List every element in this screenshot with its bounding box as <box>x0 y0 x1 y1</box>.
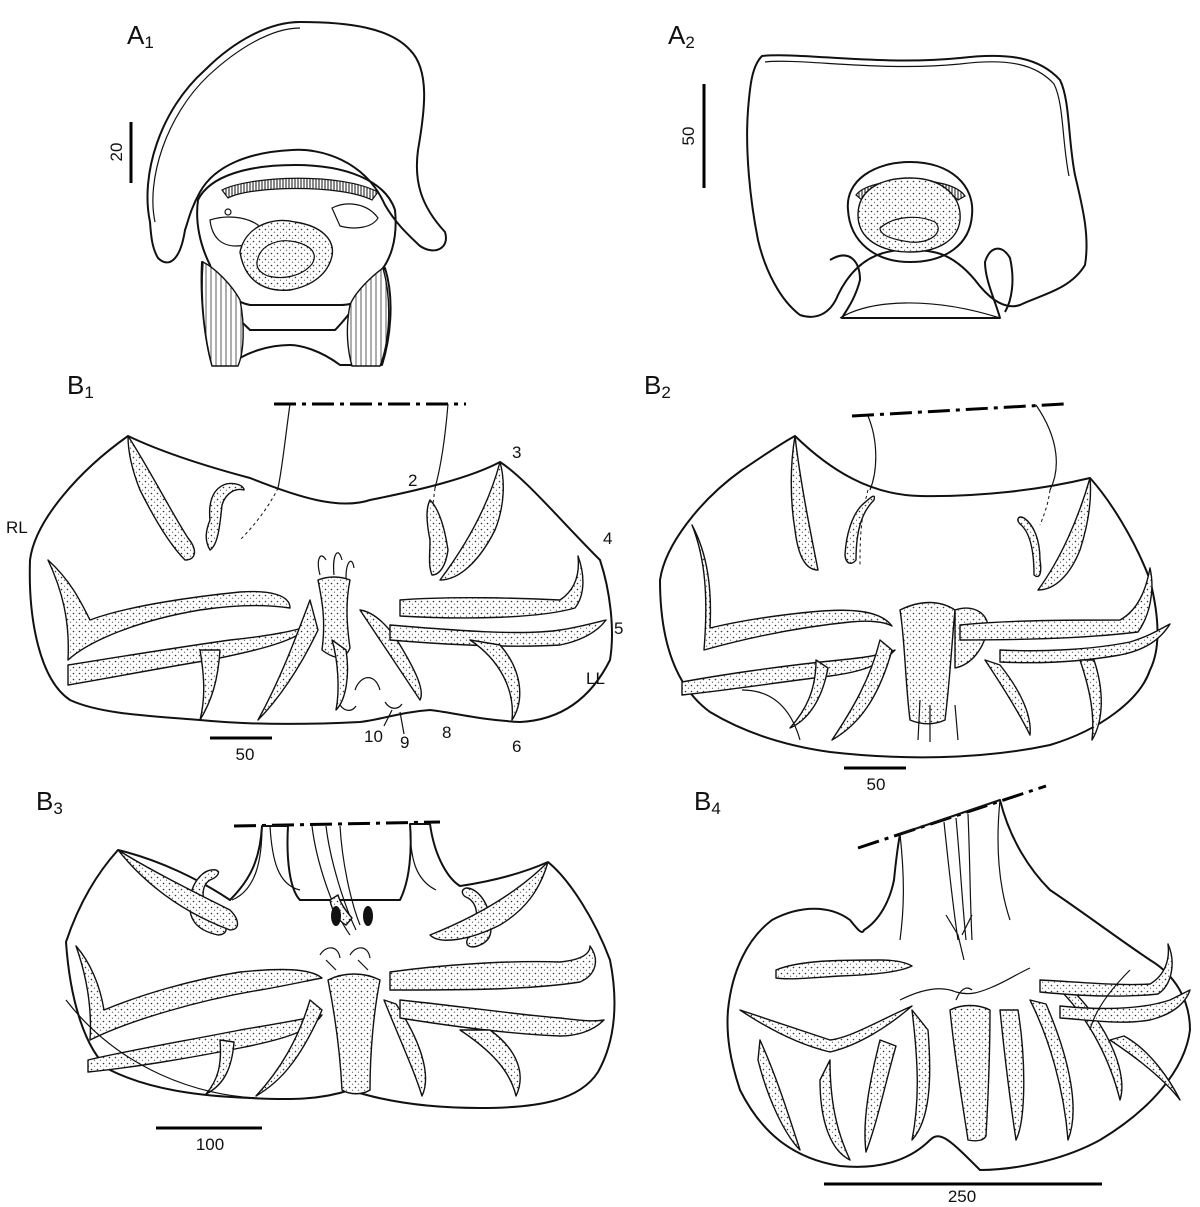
a1-outer-shell <box>146 21 447 264</box>
b1-tooth-left-2 <box>257 599 319 721</box>
panel-b4-label: B4 <box>694 786 721 818</box>
a1-left-strut <box>201 260 244 367</box>
b3-tooth-right-1 <box>383 999 427 1097</box>
b1-central-stalk <box>317 576 351 658</box>
b4-central-tooth <box>949 1004 991 1142</box>
b2-arm-right-low <box>999 623 1171 664</box>
b3-arm-right-low <box>399 999 605 1037</box>
b3-arm-right-long <box>389 945 597 991</box>
b1-number-6: 6 <box>512 737 521 756</box>
b1-arm-left-long <box>47 559 291 661</box>
b3-central-stalk <box>327 973 381 1095</box>
b4-arm-right-top <box>1039 943 1173 997</box>
b3-section-line <box>233 820 441 828</box>
b3-process-upper-right <box>429 861 549 941</box>
b1-hook-left <box>205 482 245 551</box>
a1-inner-body <box>196 164 397 306</box>
b4-finger-right-4 <box>1109 1035 1181 1101</box>
b2-section-line <box>851 402 1065 418</box>
panel-a1-label: A1 <box>127 20 154 52</box>
panel-a1: A1 20 <box>107 20 447 367</box>
b1-tooth-left-1 <box>199 649 221 721</box>
b3-scale-value: 100 <box>196 1135 224 1154</box>
panel-b2: B2 50 <box>644 370 1171 794</box>
b4-finger-left-1 <box>757 1039 801 1151</box>
b4-finger-left-2 <box>819 1059 851 1161</box>
b1-number-9: 9 <box>400 733 409 752</box>
b2-central-stalk <box>899 601 956 725</box>
panel-b4: B4 250 <box>694 784 1191 1206</box>
b1-outline <box>28 435 613 725</box>
b2-tooth-left-1 <box>789 659 829 729</box>
b1-number-8: 8 <box>442 723 451 742</box>
b4-arm-left-2 <box>739 1005 913 1053</box>
b1-tooth-6 <box>469 639 521 721</box>
a2-basal-plate <box>829 247 1014 319</box>
b4-scale-value: 250 <box>948 1187 976 1206</box>
panel-a2-label: A2 <box>668 20 695 52</box>
a2-outer-shell <box>746 54 1088 318</box>
a1-central-organ <box>239 219 334 291</box>
b2-process-upper-right <box>1037 477 1092 591</box>
b2-arm-left-low <box>681 649 896 696</box>
b2-tooth-right-2 <box>984 659 1031 736</box>
b4-section-line <box>857 784 1047 850</box>
b1-number-10: 10 <box>364 727 383 746</box>
b1-number-3: 3 <box>512 443 521 462</box>
b3-arm-left-low <box>87 1014 323 1073</box>
b3-tooth-left-1 <box>205 1039 235 1095</box>
panel-b1: B1 2 3 4 5 6 8 9 10 RL LL <box>6 370 623 764</box>
b3-arm-left-long <box>75 945 323 1041</box>
b2-hook-right <box>1017 516 1042 578</box>
b4-arm-left-top <box>775 959 913 980</box>
a2-inner-body <box>846 161 974 263</box>
panel-a2: A2 50 <box>668 20 1088 319</box>
a2-central-organ <box>857 177 961 253</box>
b4-finger-left-3 <box>864 1039 897 1153</box>
b2-arm-right-mid <box>959 567 1153 641</box>
a1-right-strut <box>346 266 390 367</box>
b4-finger-left-4 <box>911 1009 931 1141</box>
b4-arm-right-2 <box>1059 989 1191 1023</box>
b2-scale-value: 50 <box>867 775 886 794</box>
a1-scale-value: 20 <box>107 143 126 162</box>
b3-process-upper-left <box>117 849 239 931</box>
b4-finger-right-2 <box>1029 999 1074 1141</box>
panel-b1-label: B1 <box>67 370 94 402</box>
b2-arm-left-long <box>691 524 893 651</box>
b1-label-ll: LL <box>586 669 605 688</box>
b1-scale-value: 50 <box>236 745 255 764</box>
b3-tooth-right-2 <box>459 1029 521 1097</box>
b1-number-2: 2 <box>408 471 417 490</box>
b1-tooth-10 <box>331 639 349 711</box>
b2-tooth-right <box>1079 659 1102 741</box>
b1-number-4: 4 <box>603 529 612 548</box>
b4-finger-right-1 <box>999 1009 1025 1141</box>
b1-hook-right <box>426 499 449 576</box>
b1-tooth-center-right <box>359 609 422 701</box>
b2-process-upper-left <box>790 435 819 571</box>
b1-arm-right-5 <box>389 619 607 647</box>
b1-number-5: 5 <box>614 619 623 638</box>
panel-b2-label: B2 <box>644 370 671 402</box>
b1-process-3 <box>439 461 504 581</box>
panel-b3: B3 100 <box>36 786 616 1154</box>
b1-arm-right-4 <box>399 555 584 619</box>
b1-process-left-upper <box>127 435 196 561</box>
panel-b3-label: B3 <box>36 786 63 818</box>
b2-tooth-left-2 <box>831 639 893 741</box>
b1-label-rl: RL <box>6 518 28 537</box>
b3-tooth-left-2 <box>255 999 323 1097</box>
b2-hook-left <box>844 495 876 564</box>
a2-scale-value: 50 <box>679 127 698 146</box>
